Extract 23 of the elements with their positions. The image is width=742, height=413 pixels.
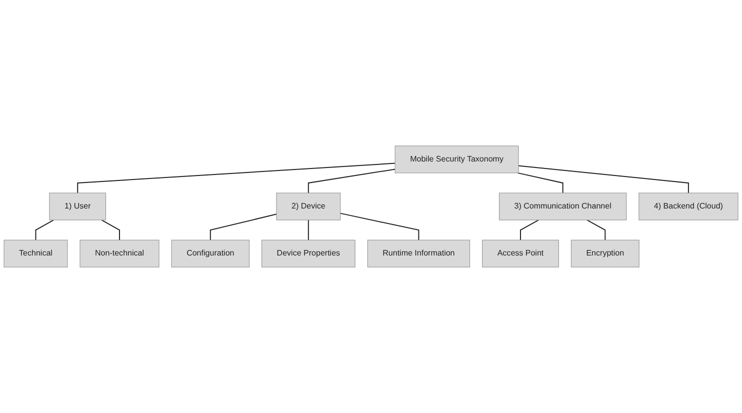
node-box: Configuration <box>171 240 250 268</box>
connector <box>77 162 396 194</box>
connector <box>308 220 309 241</box>
connector <box>520 220 539 241</box>
node-box: Device Properties <box>262 240 356 268</box>
node-box: 3) Communication Channel <box>499 192 627 220</box>
connector <box>210 214 277 241</box>
connector <box>586 220 606 241</box>
node-box: Mobile Security Taxonomy <box>394 146 519 174</box>
node-box: Runtime Information <box>367 240 470 268</box>
node-box: Technical <box>4 240 68 268</box>
connector <box>35 220 54 241</box>
connector <box>518 165 689 194</box>
node-box: Access Point <box>482 240 559 268</box>
connector <box>308 168 396 194</box>
connector <box>340 212 420 241</box>
node-box: Non-technical <box>80 240 160 268</box>
node-box: Encryption <box>570 240 640 268</box>
node-box: 1) User <box>49 192 106 220</box>
connector <box>101 220 120 241</box>
node-box: 4) Backend (Cloud) <box>638 192 738 220</box>
connector <box>517 172 564 194</box>
node-box: 2) Device <box>276 192 341 220</box>
